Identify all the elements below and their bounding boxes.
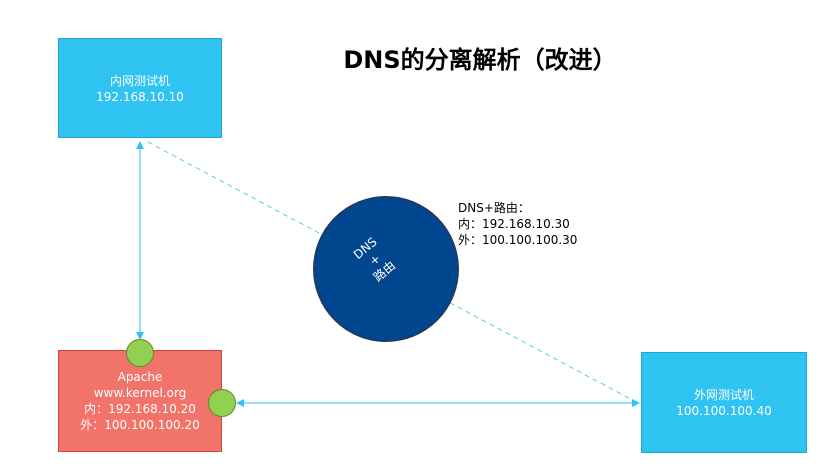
- outer-test-machine-ip: 100.100.100.40: [676, 403, 772, 418]
- dns-router-info-title: DNS+路由：: [458, 201, 530, 215]
- outer-test-machine[interactable]: 外网测试机 100.100.100.40: [641, 352, 807, 453]
- dashed-link-inner-to-outer: [147, 141, 641, 405]
- inner-test-machine-name: 内网测试机: [109, 74, 170, 88]
- dns-router-info: DNS+路由： 内：192.168.10.30 外：100.100.100.30: [458, 200, 577, 248]
- apache-port-right[interactable]: [208, 389, 236, 417]
- dns-router-node[interactable]: [313, 196, 459, 342]
- inner-test-machine[interactable]: 内网测试机 192.168.10.10: [58, 38, 222, 138]
- apache-server[interactable]: Apache www.kernel.org 内：192.168.10.20 外：…: [58, 350, 222, 452]
- dns-router-info-outer-ip: 外：100.100.100.30: [458, 233, 578, 247]
- diagram-title: DNS的分离解析（改进）: [343, 46, 617, 74]
- outer-test-machine-name: 外网测试机: [693, 387, 754, 402]
- apache-server-inner-ip: 内：192.168.10.20: [84, 402, 196, 416]
- apache-server-outer-ip: 外：100.100.100.20: [80, 418, 200, 432]
- dns-router-info-inner-ip: 内：192.168.10.30: [458, 217, 570, 231]
- apache-server-domain: www.kernel.org: [93, 386, 187, 400]
- apache-port-top[interactable]: [126, 339, 154, 367]
- apache-server-name: Apache: [117, 370, 163, 384]
- inner-test-machine-ip: 192.168.10.10: [96, 90, 184, 104]
